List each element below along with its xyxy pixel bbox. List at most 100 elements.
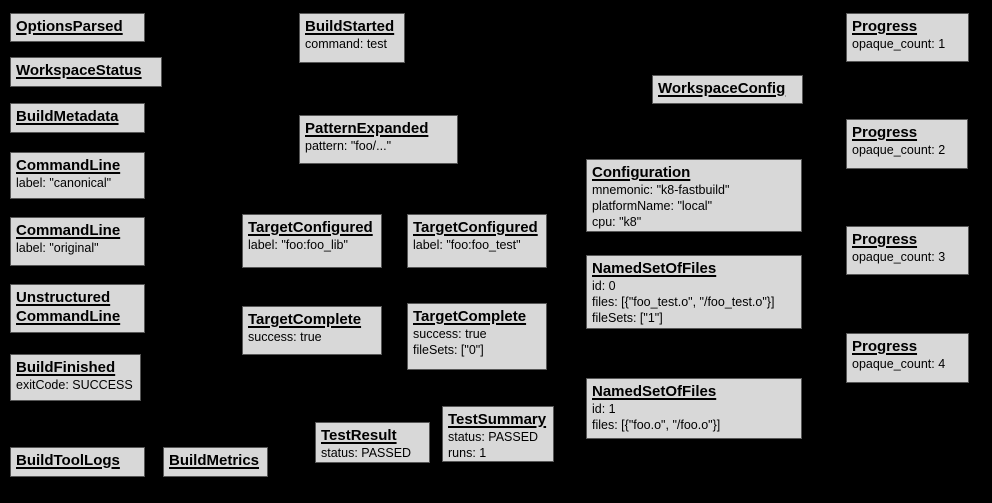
- event-node-detail: label: "original": [16, 241, 99, 255]
- event-node-test-summary: TestSummary status: PASSED runs: 1: [442, 406, 554, 462]
- event-node-detail: opaque_count: 1: [852, 37, 946, 51]
- event-node-detail: runs: 1: [448, 446, 487, 460]
- event-node-detail: cpu: "k8": [592, 215, 642, 229]
- event-node-title-line: Unstructured: [16, 289, 111, 306]
- event-node-title-line: Progress: [852, 124, 918, 141]
- event-node-title-line: BuildMetadata: [16, 108, 119, 125]
- event-node-progress-1: Progress opaque_count: 1: [846, 13, 969, 62]
- event-node-pattern-expanded: PatternExpanded pattern: "foo/...": [299, 115, 458, 164]
- event-node-detail: command: test: [305, 37, 387, 51]
- event-node-title: NamedSetOfFiles: [592, 259, 796, 278]
- event-node-title-line: TestSummary: [448, 411, 547, 428]
- event-node-title-line: WorkspaceConfig: [658, 80, 786, 97]
- event-node-detail: status: PASSED: [321, 446, 412, 460]
- event-node-named-set-of-files-1: NamedSetOfFiles id: 1 files: [{"foo.o", "/…: [586, 378, 802, 439]
- event-node-title-line: BuildStarted: [305, 18, 395, 35]
- event-node-title: TargetConfigured: [248, 218, 376, 237]
- event-node-detail: fileSets: ["1"]: [592, 311, 663, 325]
- event-node-build-started: BuildStarted command: test: [299, 13, 405, 63]
- event-node-title-line: Progress: [852, 18, 918, 35]
- event-node-title: OptionsParsed: [16, 17, 139, 36]
- event-node-detail: id: 1: [592, 402, 616, 416]
- event-node-detail: pattern: "foo/...": [305, 139, 392, 153]
- event-node-title-line: PatternExpanded: [305, 120, 429, 137]
- event-node-detail: label: "foo:foo_lib": [248, 238, 348, 252]
- event-node-title-line: BuildMetrics: [169, 452, 260, 469]
- event-node-detail: status: PASSED: [448, 430, 539, 444]
- event-node-options-parsed: OptionsParsed: [10, 13, 145, 42]
- event-node-title-line: BuildFinished: [16, 359, 116, 376]
- event-node-configuration: Configuration mnemonic: "k8-fastbuild" pla…: [586, 159, 802, 232]
- event-node-title-line: BuildToolLogs: [16, 452, 120, 469]
- event-node-detail: fileSets: ["0"]: [413, 343, 484, 357]
- event-node-title: WorkspaceConfig: [658, 79, 797, 98]
- event-node-title: CommandLine: [16, 221, 139, 240]
- event-node-detail: opaque_count: 2: [852, 143, 946, 157]
- event-node-detail: platformName: "local": [592, 199, 713, 213]
- event-node-title: BuildFinished: [16, 358, 135, 377]
- event-node-title: TargetConfigured: [413, 218, 541, 237]
- event-node-named-set-of-files-0: NamedSetOfFiles id: 0 files: [{"foo_test.o…: [586, 255, 802, 329]
- event-node-title-line: TestResult: [321, 427, 397, 444]
- event-node-title: Configuration: [592, 163, 796, 182]
- event-node-title: Progress: [852, 230, 963, 249]
- event-node-title: WorkspaceStatus: [16, 61, 156, 80]
- event-node-title-line: OptionsParsed: [16, 18, 123, 35]
- event-node-command-line-original: CommandLine label: "original": [10, 217, 145, 266]
- event-node-build-metadata: BuildMetadata: [10, 103, 145, 133]
- event-node-detail: opaque_count: 4: [852, 357, 946, 371]
- event-node-detail: success: true: [413, 327, 487, 341]
- event-node-title: Progress: [852, 17, 963, 36]
- event-node-title: NamedSetOfFiles: [592, 382, 796, 401]
- event-node-build-finished: BuildFinished exitCode: SUCCESS: [10, 354, 141, 401]
- event-node-target-configured-foo-test: TargetConfigured label: "foo:foo_test": [407, 214, 547, 268]
- event-node-title: TargetComplete: [248, 310, 376, 329]
- event-node-title: TargetComplete: [413, 307, 541, 326]
- event-node-workspace-status: WorkspaceStatus: [10, 57, 162, 87]
- event-node-title-line: TargetComplete: [413, 308, 527, 325]
- event-node-progress-2: Progress opaque_count: 2: [846, 119, 968, 169]
- event-node-detail: opaque_count: 3: [852, 250, 946, 264]
- event-node-title: PatternExpanded: [305, 119, 452, 138]
- event-node-detail: mnemonic: "k8-fastbuild": [592, 183, 730, 197]
- event-node-title: TestSummary: [448, 410, 548, 429]
- event-node-progress-3: Progress opaque_count: 3: [846, 226, 969, 275]
- event-node-title-line: NamedSetOfFiles: [592, 260, 717, 277]
- event-node-title-line: NamedSetOfFiles: [592, 383, 717, 400]
- event-node-progress-4: Progress opaque_count: 4: [846, 333, 969, 383]
- event-node-title: CommandLine: [16, 156, 139, 175]
- event-node-title: BuildMetadata: [16, 107, 139, 126]
- event-node-title-line: CommandLine: [16, 308, 121, 325]
- event-node-test-result: TestResult status: PASSED: [315, 422, 430, 463]
- event-node-title-line: WorkspaceStatus: [16, 62, 142, 79]
- event-node-detail: label: "canonical": [16, 176, 112, 190]
- event-node-workspace-config: WorkspaceConfig: [652, 75, 803, 104]
- event-node-title: BuildToolLogs: [16, 451, 139, 470]
- event-node-build-metrics: BuildMetrics: [163, 447, 268, 477]
- event-node-command-line-canonical: CommandLine label: "canonical": [10, 152, 145, 199]
- event-node-detail: label: "foo:foo_test": [413, 238, 521, 252]
- event-node-detail: files: [{"foo.o", "/foo.o"}]: [592, 418, 721, 432]
- event-node-title-line: CommandLine: [16, 222, 121, 239]
- event-node-build-tool-logs: BuildToolLogs: [10, 447, 145, 477]
- event-node-title: Progress: [852, 337, 963, 356]
- event-node-detail: success: true: [248, 330, 322, 344]
- event-node-title: BuildStarted: [305, 17, 399, 36]
- event-node-detail: files: [{"foo_test.o", "/foo_test.o"}]: [592, 295, 775, 309]
- event-node-title-line: TargetConfigured: [413, 219, 538, 236]
- event-node-detail: id: 0: [592, 279, 616, 293]
- event-node-title-line: TargetConfigured: [248, 219, 373, 236]
- event-node-detail: exitCode: SUCCESS: [16, 378, 133, 392]
- event-node-title-line: Configuration: [592, 164, 691, 181]
- event-node-target-configured-foo-lib: TargetConfigured label: "foo:foo_lib": [242, 214, 382, 268]
- event-node-target-complete-foo-test: TargetComplete success: true fileSets: ["0…: [407, 303, 547, 370]
- event-node-title: BuildMetrics: [169, 451, 262, 470]
- event-node-title-line: Progress: [852, 338, 918, 355]
- event-node-title: Progress: [852, 123, 962, 142]
- event-node-title-line: Progress: [852, 231, 918, 248]
- event-node-title-line: CommandLine: [16, 157, 121, 174]
